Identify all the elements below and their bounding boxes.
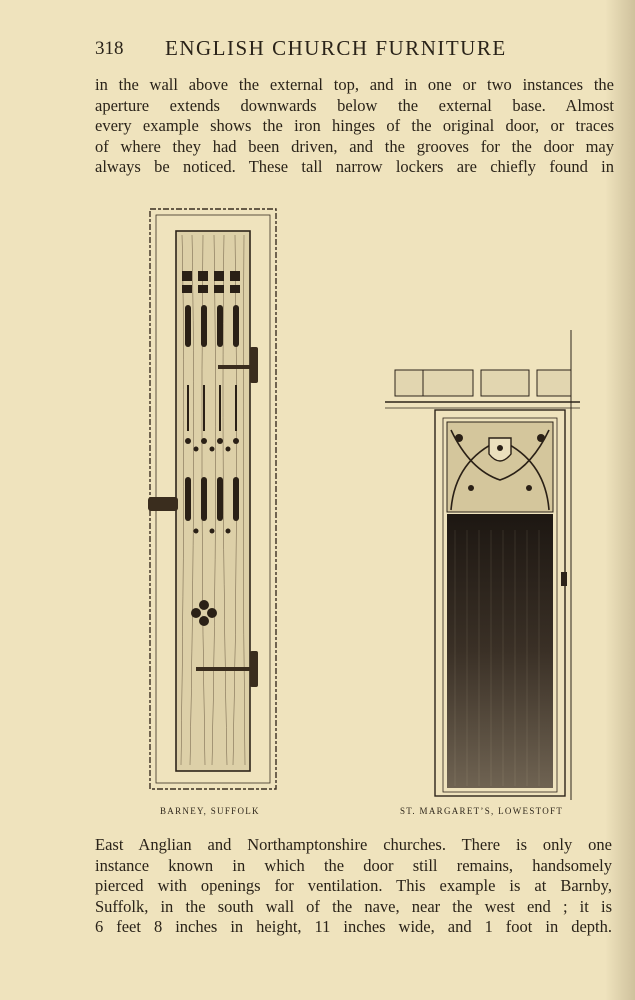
left-figure-caption: BARNEY, SUFFOLK <box>160 806 260 816</box>
top-paragraph: in the wall above the external top, and … <box>95 75 614 178</box>
right-figure-caption: ST. MARGARET’S, LOWESTOFT <box>400 806 564 816</box>
text-line: instance known in which the door still r… <box>95 855 612 875</box>
page-edge-shadow <box>605 0 635 1000</box>
text-line: pierced with openings for ventilation. T… <box>95 876 612 895</box>
text-line: aperture extends downwards below the ext… <box>95 95 614 115</box>
text-line: of where they had been driven, and the g… <box>95 136 614 156</box>
page-number: 318 <box>95 38 124 59</box>
text-line: every example shows the iron hinges of t… <box>95 116 614 135</box>
lowestoft-locker-illustration <box>385 330 580 800</box>
barnby-locker-illustration <box>148 205 278 795</box>
text-line: 6 feet 8 inches in height, 11 inches wid… <box>95 917 612 936</box>
text-line: Suffolk, in the south wall of the nave, … <box>95 896 612 916</box>
text-line: always be noticed. These tall narrow loc… <box>95 157 614 176</box>
running-head: 318 ENGLISH CHURCH FURNITURE <box>95 34 555 64</box>
bottom-paragraph: East Anglian and Northamptonshire church… <box>95 835 612 938</box>
text-line: in the wall above the external top, and … <box>95 75 614 94</box>
text-line: East Anglian and Northamptonshire church… <box>95 835 612 854</box>
page-title: ENGLISH CHURCH FURNITURE <box>165 36 507 60</box>
